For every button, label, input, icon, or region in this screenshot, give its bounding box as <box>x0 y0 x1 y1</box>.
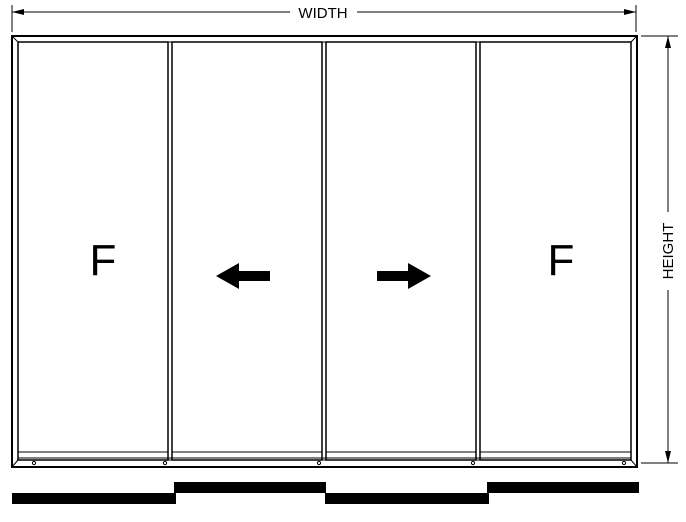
track-bar-panel-1 <box>12 493 176 504</box>
arrow-right-icon <box>377 263 431 289</box>
height-dimension: HEIGHT <box>641 35 678 464</box>
width-arrowhead-right <box>624 9 636 15</box>
track-bar-panel-2 <box>174 482 326 493</box>
sill-track <box>18 457 631 466</box>
plan-view-tracks <box>12 482 639 504</box>
panel-1-fixed: F <box>17 41 169 461</box>
panel-4-fixed: F <box>475 41 632 461</box>
height-arrowhead-bottom <box>665 451 671 463</box>
width-label: WIDTH <box>298 5 347 22</box>
track-bar-panel-3 <box>325 493 489 504</box>
height-label: HEIGHT <box>660 223 677 280</box>
width-arrowhead-left <box>12 9 24 15</box>
width-dimension: WIDTH <box>11 5 637 32</box>
panel-3-sliding-right <box>321 41 477 461</box>
track-bar-panel-4 <box>487 482 639 493</box>
panel-4-fixed-label: F <box>548 236 575 285</box>
height-arrowhead-top <box>665 36 671 48</box>
arrow-left-icon <box>216 263 270 289</box>
panel-2-sliding-left <box>167 41 323 461</box>
panel-1-fixed-label: F <box>90 236 117 285</box>
